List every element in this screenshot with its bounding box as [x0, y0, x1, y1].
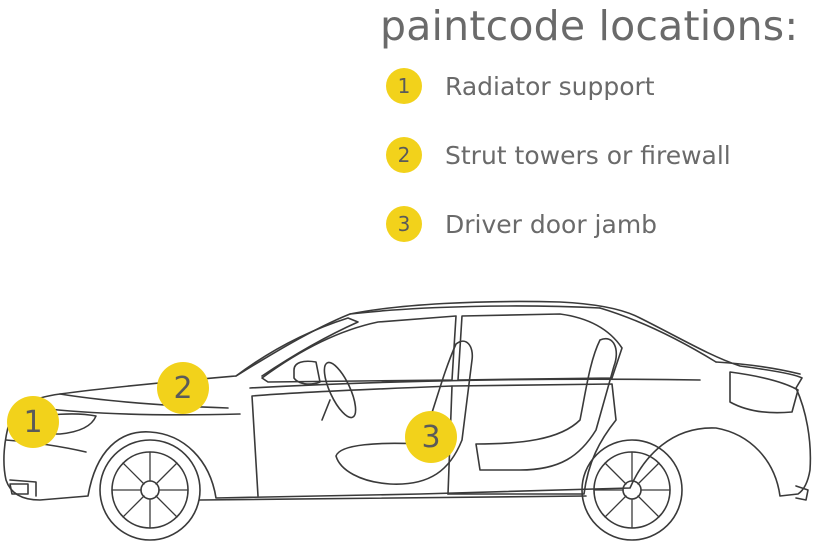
trunk-line — [715, 361, 801, 375]
legend-badge: 1 — [386, 68, 422, 104]
rear-seat — [475, 337, 618, 471]
windshield — [235, 317, 359, 377]
front-bumper — [5, 439, 87, 497]
legend-badge: 2 — [386, 137, 422, 173]
beltline — [249, 378, 701, 389]
legend-label: Strut towers or firewall — [445, 140, 731, 170]
marker-number: 1 — [23, 404, 43, 440]
front-wheel-spokes — [111, 451, 189, 529]
steering-column — [321, 399, 331, 421]
fog-light — [9, 483, 29, 495]
legend-label: Radiator support — [445, 71, 655, 101]
hood-line — [59, 393, 229, 409]
front-window — [261, 315, 457, 383]
roof-line — [349, 305, 601, 315]
legend-number: 1 — [397, 74, 411, 98]
rocker-panel — [199, 495, 587, 501]
legend-item-radiator-support: 1 Radiator support — [386, 68, 655, 104]
exhaust — [795, 485, 809, 501]
car-body-outline — [3, 300, 812, 501]
front-seat — [335, 340, 474, 485]
rear-wheel-tire — [581, 439, 683, 541]
marker-number: 3 — [421, 419, 441, 455]
marker-driver-door-jamb: 3 — [405, 411, 457, 463]
legend-label: Driver door jamb — [445, 209, 658, 239]
legend-number: 2 — [397, 143, 411, 167]
rear-glass — [599, 307, 717, 363]
legend-badge: 3 — [386, 206, 422, 242]
side-mirror — [293, 360, 321, 385]
marker-radiator-support: 1 — [7, 396, 59, 448]
steering-wheel — [323, 361, 357, 419]
legend-item-driver-door-jamb: 3 Driver door jamb — [386, 206, 657, 242]
page-title: paintcode locations: — [380, 2, 799, 50]
legend-number: 3 — [397, 212, 411, 236]
front-wheel-tire — [99, 439, 201, 541]
tail-light — [729, 371, 799, 414]
rear-wheel-spokes — [593, 451, 671, 529]
hood-crease — [39, 407, 241, 416]
marker-number: 2 — [173, 370, 193, 406]
rear-door — [447, 383, 617, 495]
rear-window — [457, 313, 623, 381]
legend-item-strut-towers: 2 Strut towers or firewall — [386, 137, 731, 173]
marker-strut-towers: 2 — [157, 362, 209, 414]
